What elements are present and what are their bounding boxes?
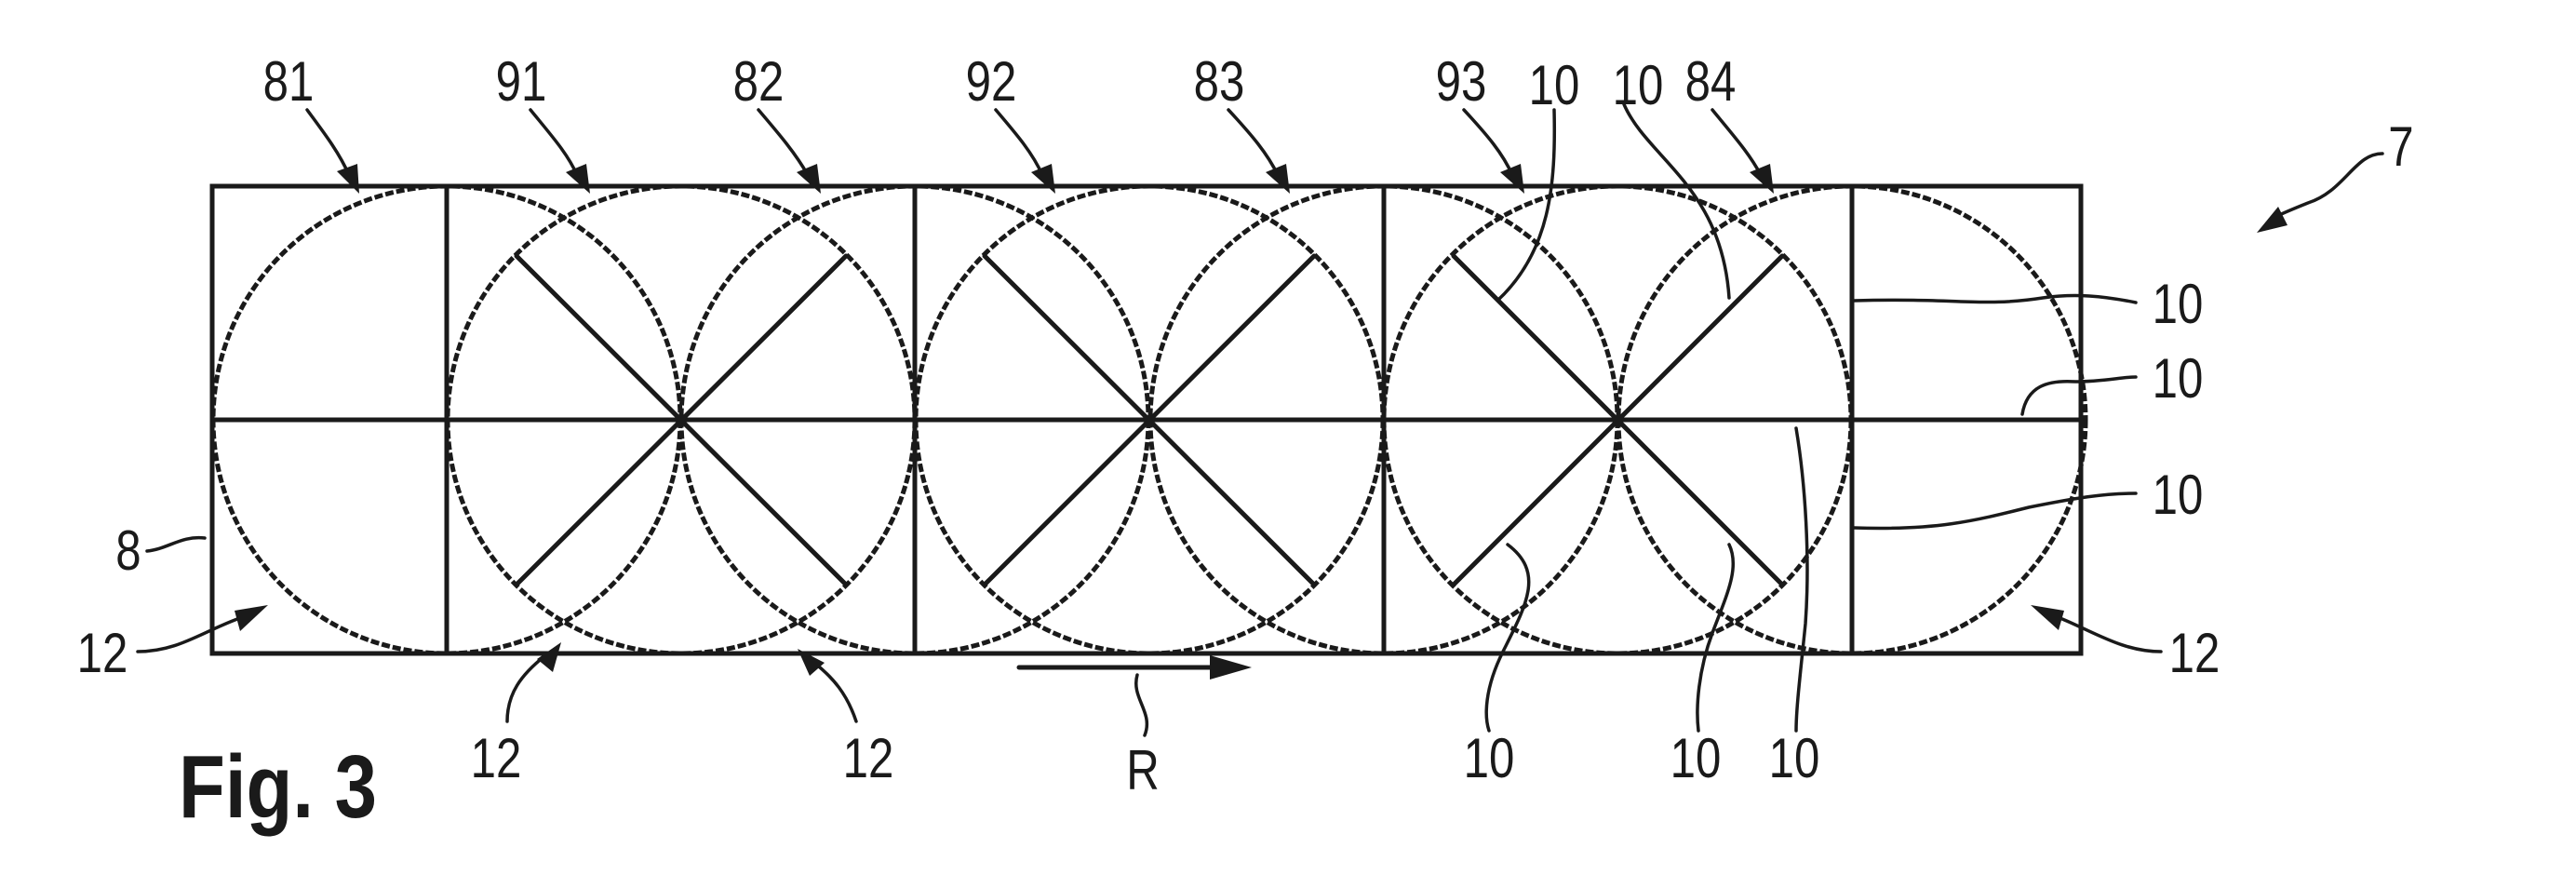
ref-10-bottom-3: 10 [1769, 726, 1820, 789]
ref-81: 81 [263, 49, 315, 113]
arrowhead [2257, 207, 2288, 233]
ref-92: 92 [966, 49, 1017, 113]
ref-12-bottom-1: 12 [471, 726, 522, 789]
diagonal-line [1451, 253, 1785, 587]
leader-line [2020, 375, 2138, 416]
ref-12-bottom-2: 12 [843, 726, 894, 789]
dashed-circle [1381, 183, 1854, 656]
leader-line [1484, 543, 1531, 733]
ref-12-right: 12 [2169, 621, 2220, 684]
ref-10-top-b: 10 [1613, 53, 1664, 116]
ref-10-bottom-2: 10 [1670, 726, 1722, 789]
ref-8: 8 [115, 518, 141, 582]
ref-82: 82 [733, 49, 785, 113]
diagonal-line [982, 253, 1317, 587]
leader-line [1852, 293, 2138, 304]
direction-arrowhead [1210, 655, 1252, 680]
ref-10-right-3: 10 [2153, 463, 2204, 526]
leader-line [1794, 426, 1809, 733]
figure-title: Fig. 3 [179, 736, 377, 837]
ref-10-top-a: 10 [1529, 53, 1580, 116]
ref-10-right-2: 10 [2153, 346, 2204, 410]
ref-10-right-1: 10 [2153, 272, 2204, 335]
leader-line [1622, 102, 1731, 300]
ref-12-left: 12 [77, 621, 128, 684]
leader-line [1496, 108, 1557, 302]
leader-line [145, 535, 207, 553]
ref-84: 84 [1685, 49, 1737, 113]
ref-83: 83 [1194, 49, 1245, 113]
ref-direction-r: R [1126, 738, 1160, 801]
ref-93: 93 [1436, 49, 1487, 113]
ref-7: 7 [2388, 114, 2413, 178]
ref-10-bottom-1: 10 [1464, 726, 1515, 789]
diagonal-line [514, 253, 849, 587]
leader-arrows-top [305, 108, 1774, 194]
leader-line [1852, 491, 2138, 531]
leader-arrows-12 [136, 605, 2163, 723]
leader-line [1696, 543, 1736, 733]
leader-line [2274, 152, 2384, 219]
leader-line [1134, 673, 1149, 737]
ref-91: 91 [496, 49, 547, 113]
